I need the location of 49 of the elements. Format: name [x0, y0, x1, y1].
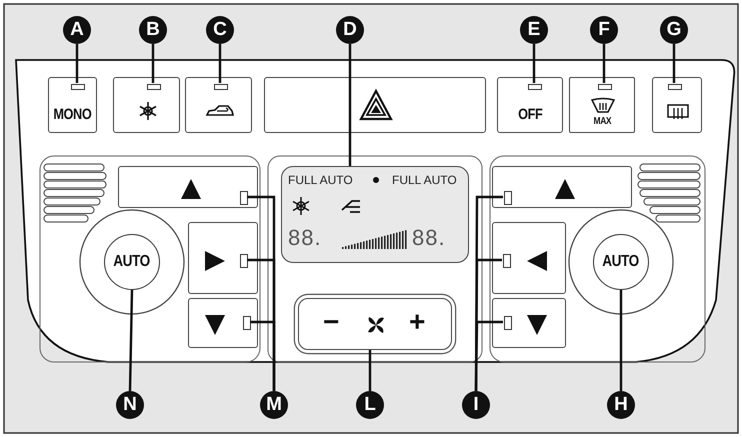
- leader-line: [532, 44, 536, 83]
- leader-line: [348, 44, 352, 166]
- control-button: [188, 298, 258, 348]
- indicator-light: [668, 84, 682, 90]
- indicator-light: [504, 191, 512, 205]
- leader-line: [602, 44, 606, 83]
- leader-line: [474, 320, 503, 392]
- control-button: [188, 222, 258, 294]
- temperature-digits: 88.: [288, 225, 322, 251]
- button-label: MONO: [54, 106, 92, 123]
- leader-line: [218, 44, 222, 83]
- indicator-light: [240, 254, 248, 268]
- lcd-display: [281, 166, 469, 263]
- control-button: [652, 77, 702, 133]
- knob-label: AUTO: [602, 253, 640, 271]
- temperature-digits: 88.: [412, 225, 446, 251]
- control-button: [113, 77, 180, 133]
- indicator-light: [528, 84, 542, 90]
- leader-line: [128, 290, 134, 392]
- plus-sign: +: [409, 308, 426, 336]
- knob-label: AUTO: [114, 253, 150, 271]
- control-button: [492, 222, 566, 294]
- leader-line: [368, 350, 372, 391]
- indicator-light: [240, 191, 248, 205]
- control-button: [185, 77, 252, 133]
- display-mode-text: FULL AUTO: [288, 173, 353, 187]
- leader-line: [152, 44, 154, 83]
- indicator-light: [147, 84, 161, 90]
- indicator-light: [598, 84, 612, 90]
- leader-line: [620, 290, 622, 391]
- control-button: [569, 77, 635, 133]
- button-label: OFF: [518, 106, 542, 123]
- indicator-light: [504, 316, 512, 330]
- indicator-light: [243, 316, 251, 330]
- leader-line: [672, 44, 676, 83]
- button-label: MAX: [593, 116, 611, 127]
- control-button: [118, 166, 258, 208]
- display-mode-text: FULL AUTO: [392, 173, 457, 187]
- indicator-light: [214, 84, 228, 90]
- control-button: [492, 298, 566, 348]
- indicator-light: [503, 254, 511, 268]
- minus-sign: −: [323, 308, 340, 336]
- leader-line: [76, 44, 78, 83]
- indicator-light: [71, 84, 85, 90]
- control-button: [497, 77, 563, 133]
- control-button: [492, 166, 632, 208]
- control-button: [48, 77, 97, 133]
- control-button: [264, 77, 486, 133]
- leader-line: [250, 320, 276, 391]
